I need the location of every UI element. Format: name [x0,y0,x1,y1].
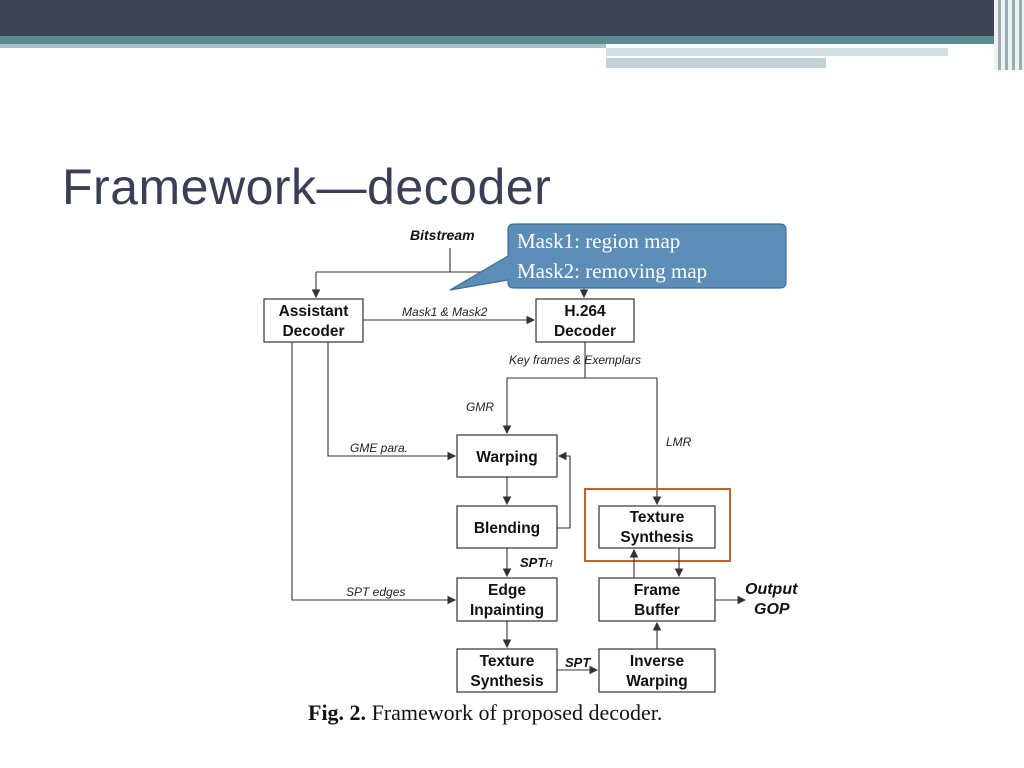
edge-inpainting-box [456,577,558,622]
texture-synthesis-right-label-2: Synthesis [620,529,693,546]
lmr-label: LMR [666,435,692,449]
output-label: Output [745,581,798,598]
inverse-warping-box [598,648,716,693]
header-bar [0,0,1024,36]
h264-decoder-label-2: Decoder [554,323,616,340]
figure-caption: Fig. 2. Framework of proposed decoder. [308,700,662,726]
spth-label: SPTH [520,555,553,570]
highlight-box [584,488,731,562]
frame-buffer-label-2: Buffer [634,602,680,619]
gme-arrow [327,342,457,461]
gme-label: GME para. [350,441,408,455]
callout-line-1: Mask1: region map [517,229,680,253]
output-label-2: GOP [754,601,790,618]
edge-inpainting-label-2: Inpainting [470,602,544,619]
header-accent-line [606,48,948,56]
caption-prefix: Fig. 2. [308,700,367,725]
keyframes-label: Key frames & Exemplars [509,353,641,367]
callout-bubble [449,223,787,291]
inverse-warping-label: Inverse [630,653,685,670]
spt-edges-arrow [291,342,457,605]
texture-synthesis-left-box [456,648,558,693]
assistant-decoder-label: Assistant [279,303,349,320]
spt-label: SPT [565,655,591,670]
blending-feedback-arrow [557,451,571,529]
texture-synthesis-right-label: Texture [630,509,685,526]
texture-synthesis-right-box [598,505,716,549]
slide-title: Framework—decoder [62,159,552,215]
inverse-warping-label-2: Warping [626,673,687,690]
h264-decoder-box [535,298,635,343]
spt-edges-label: SPT edges [346,585,405,599]
gmr-label: GMR [466,400,494,414]
assistant-decoder-box [263,298,364,343]
mask-label: Mask1 & Mask2 [402,305,488,319]
frame-buffer-label: Frame [634,582,681,599]
blending-label: Blending [474,520,540,537]
frame-buffer-box [598,577,716,622]
header-stripe [0,36,1024,44]
texture-synthesis-left-label-2: Synthesis [470,673,543,690]
assistant-decoder-label-2: Decoder [282,323,344,340]
header-accent-line-2 [606,58,826,68]
edge-inpainting-label: Edge [488,582,526,599]
caption-text: Framework of proposed decoder. [366,700,663,725]
texture-synthesis-left-label: Texture [480,653,535,670]
h264-decoder-label: H.264 [564,303,606,320]
warping-label: Warping [476,449,537,466]
callout-line-2: Mask2: removing map [517,259,707,283]
header-vertical-bars [994,0,1024,70]
header-stripe-light [0,44,606,48]
bitstream-label: Bitstream [410,227,475,243]
